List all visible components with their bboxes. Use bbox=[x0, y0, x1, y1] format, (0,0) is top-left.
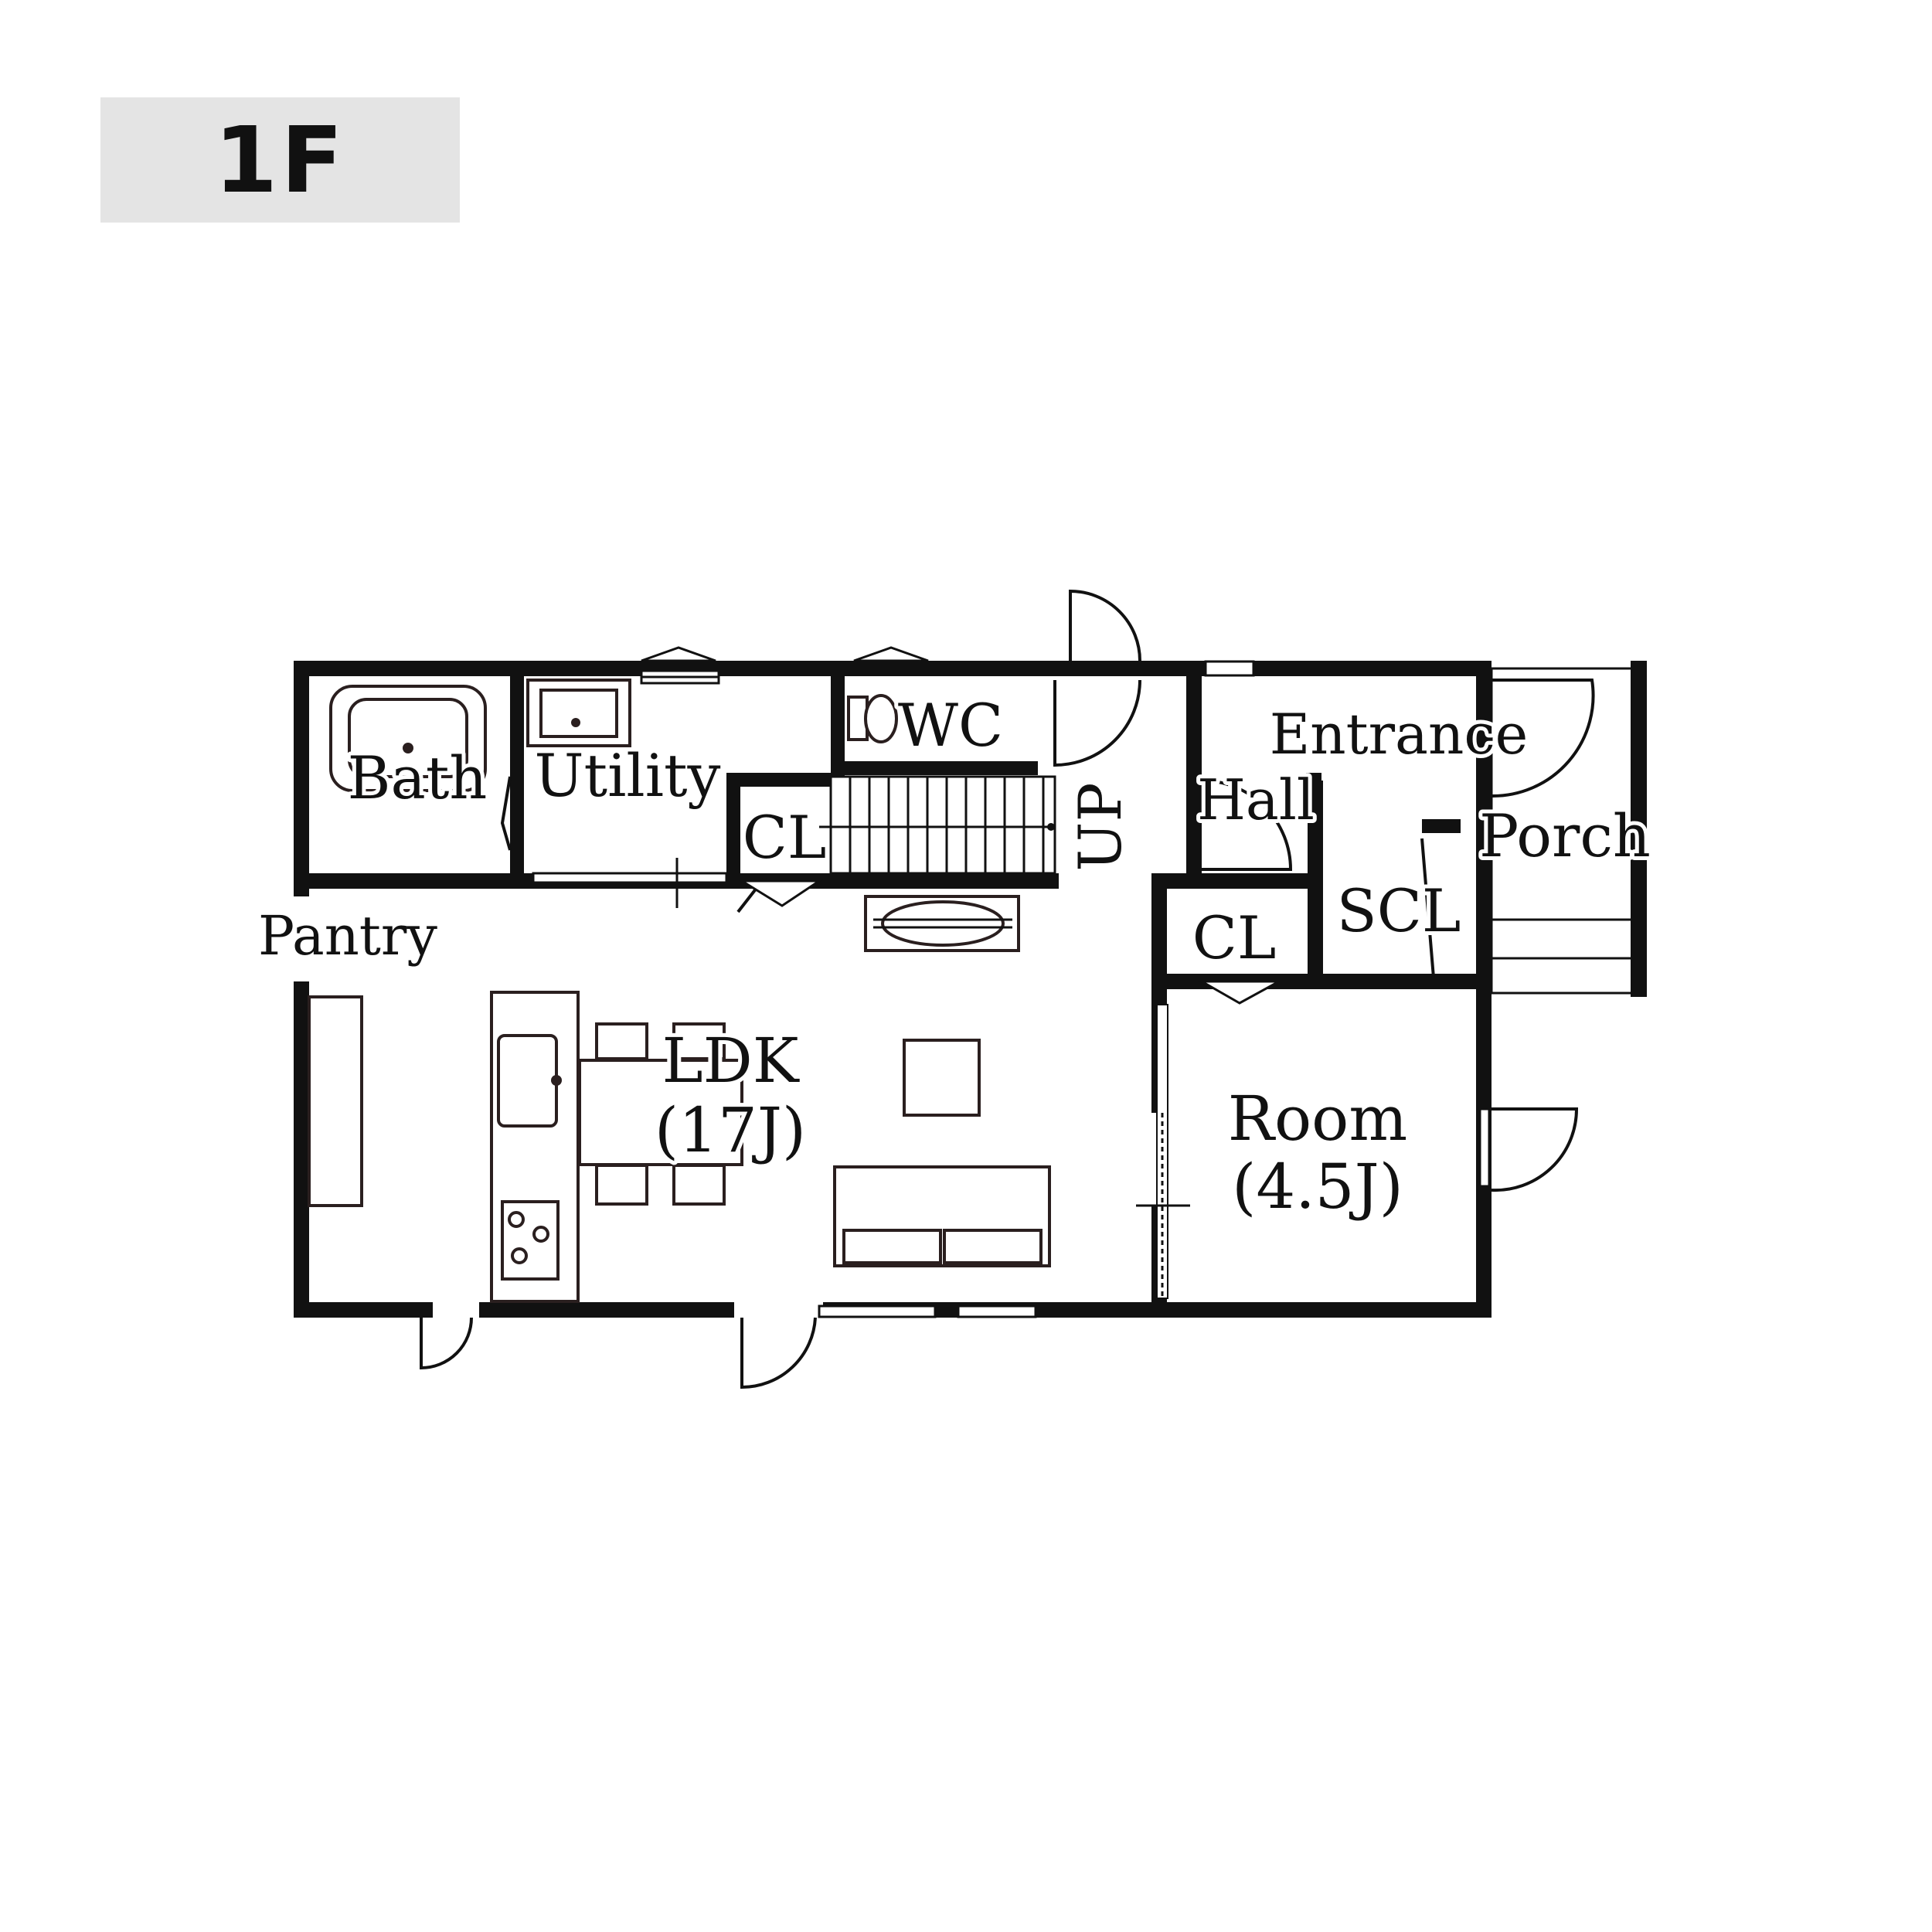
room-label-scl: SCL bbox=[1337, 876, 1461, 945]
room-label-room: Room bbox=[1228, 1083, 1407, 1155]
room-label-closet-hall: CL bbox=[1192, 903, 1277, 972]
room-label-wc: WC bbox=[898, 691, 1003, 760]
stairs-up-label: UP bbox=[1066, 782, 1134, 871]
room-size-room: (4.5J) bbox=[1232, 1151, 1403, 1223]
room-label-pantry: Pantry bbox=[258, 904, 437, 968]
wash-basin bbox=[526, 679, 631, 747]
coffee-table bbox=[903, 1039, 981, 1117]
room-label-porch: Porch bbox=[1479, 801, 1651, 870]
pantry-shelf bbox=[308, 995, 363, 1207]
toilet bbox=[847, 694, 898, 743]
sofa bbox=[833, 1165, 1051, 1267]
room-label-hall: Hall bbox=[1197, 767, 1315, 832]
floor-label-badge: 1F bbox=[100, 97, 460, 223]
doors bbox=[420, 589, 1595, 1389]
room-label-entrance: Entrance bbox=[1270, 702, 1529, 767]
bathtub bbox=[329, 685, 487, 792]
room-label-ldk: LDK bbox=[662, 1025, 799, 1097]
room-label-bath: Bath bbox=[348, 743, 488, 812]
tv-stand bbox=[864, 895, 1020, 952]
room-label-closet-stairs: CL bbox=[743, 803, 827, 872]
windows bbox=[532, 646, 1491, 1318]
kitchen-counter bbox=[490, 991, 580, 1303]
staircase bbox=[819, 775, 1056, 875]
floor-label: 1F bbox=[214, 107, 346, 213]
dining-table bbox=[578, 1022, 743, 1206]
porch-steps bbox=[1490, 661, 1645, 997]
room-size-ldk: (17J) bbox=[655, 1094, 806, 1166]
room-label-utility: Utility bbox=[535, 741, 721, 810]
